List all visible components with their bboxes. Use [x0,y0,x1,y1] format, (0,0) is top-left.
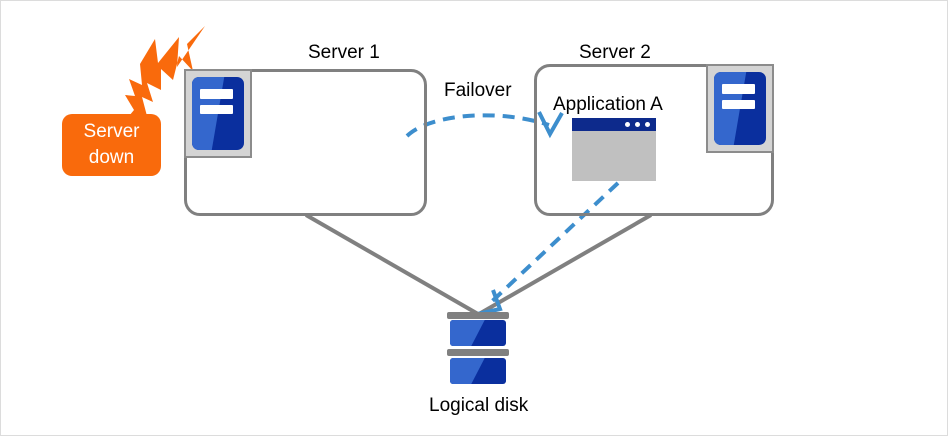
connector-line-server1-disk [305,213,479,316]
server1-server-icon [184,69,252,158]
disk-block [450,358,506,384]
logical-disk-label: Logical disk [429,395,529,416]
server-down-line2: down [88,147,135,168]
application-a-label: Application A [553,94,663,115]
window-dot-icon [625,122,630,127]
server-icon-body [192,77,244,150]
server-down-line1: Server [83,121,140,143]
server-icon-body [714,72,766,145]
window-dot-icon [645,122,650,127]
server2-title: Server 2 [579,42,651,63]
server-down-alert: Server down [62,114,161,176]
server-icon-bar-top [200,89,233,99]
application-window-titlebar [572,118,656,131]
server-icon-bar-bottom [200,104,233,115]
server2-server-icon [706,64,774,153]
logical-disk-icon [447,312,509,388]
failover-label: Failover [444,80,512,101]
server1-title: Server 1 [308,42,380,63]
server-icon-bar-top [722,84,755,94]
application-window-icon [572,118,656,181]
disk-block [450,320,506,346]
server-icon-bar-bottom [722,99,755,110]
window-dot-icon [635,122,640,127]
connector-line-server2-disk [478,213,652,316]
disk-platter-bar [447,312,509,319]
disk-platter-bar [447,349,509,356]
